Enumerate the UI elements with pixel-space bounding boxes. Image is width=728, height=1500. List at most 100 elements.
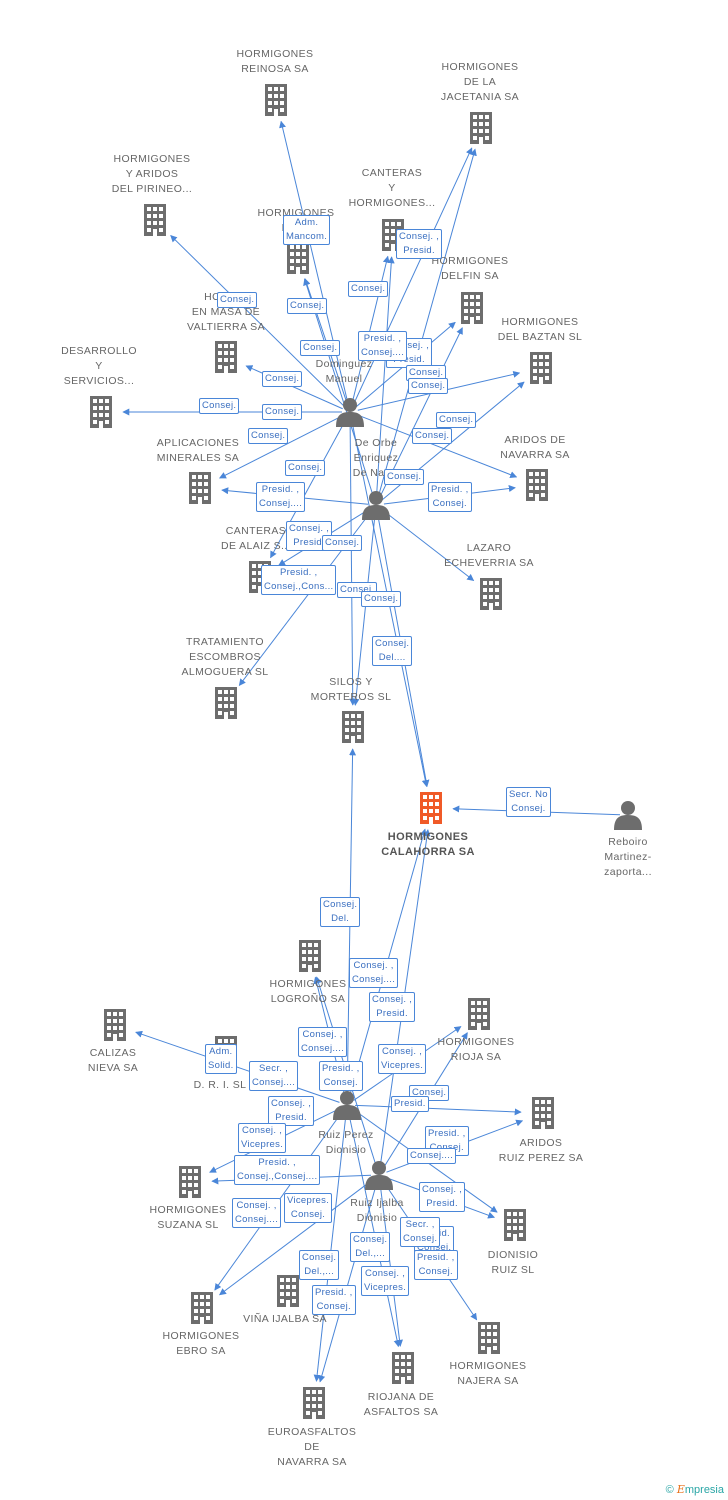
- building-icon-dionisio_ruiz[interactable]: [504, 1209, 526, 1241]
- edge-role-label[interactable]: Presid. ,Consej....: [358, 331, 408, 361]
- edge-role-label[interactable]: Presid. ,Consej.: [312, 1285, 356, 1315]
- edge-role-label[interactable]: Presid.: [391, 1096, 429, 1112]
- edge-role-label[interactable]: Consej. ,Presid.: [268, 1096, 315, 1126]
- edge-role-label[interactable]: Consej.: [436, 412, 477, 428]
- edge-role-label[interactable]: Consej.: [217, 292, 258, 308]
- person-icon-reboiro[interactable]: [614, 801, 642, 830]
- building-icon-main[interactable]: [420, 792, 442, 824]
- node-label-dri[interactable]: D. R. I. SL: [150, 1078, 290, 1093]
- edge-role-label[interactable]: Presid. ,Consej.: [414, 1250, 458, 1280]
- edge-role-label[interactable]: Consej.: [262, 404, 303, 420]
- edge-role-label[interactable]: Consej.: [262, 371, 303, 387]
- edge-role-label[interactable]: Consej.Del....: [372, 636, 413, 666]
- building-icon-silos[interactable]: [342, 711, 364, 743]
- edge-role-label[interactable]: Presid. ,Consej.: [428, 482, 472, 512]
- edge-role-label[interactable]: Consej. ,Vicepres.: [378, 1044, 427, 1074]
- edge-role-label[interactable]: Consej. ,Presid.: [419, 1182, 466, 1212]
- edge-role-label[interactable]: Secr. ,Consej....: [249, 1061, 299, 1091]
- building-icon-ebro[interactable]: [191, 1292, 213, 1324]
- edge-role-label[interactable]: Consej. ,Vicepres.: [238, 1123, 287, 1153]
- edge-role-label[interactable]: Secr. ,Consej.: [400, 1217, 441, 1247]
- edge-role-label[interactable]: Consej.: [384, 469, 425, 485]
- building-icon-calizas[interactable]: [104, 1009, 126, 1041]
- edge-role-label[interactable]: Consej.: [285, 460, 326, 476]
- edge-role-label[interactable]: Consej.: [300, 340, 341, 356]
- building-icon-tratamiento[interactable]: [215, 687, 237, 719]
- edge-role-label[interactable]: Adm.Solid.: [205, 1044, 237, 1074]
- building-icon-logrono[interactable]: [299, 940, 321, 972]
- edge-role-label[interactable]: Consej.: [322, 535, 363, 551]
- building-icon-rioja[interactable]: [468, 998, 490, 1030]
- building-icon-reinosa[interactable]: [265, 84, 287, 116]
- edge-role-label[interactable]: Consej.: [199, 398, 240, 414]
- building-icon-euroasfaltos[interactable]: [303, 1387, 325, 1419]
- edge-role-label[interactable]: Adm.Mancom.: [283, 215, 331, 245]
- edge-role-label[interactable]: Presid. ,Consej.: [319, 1061, 363, 1091]
- edge-role-label[interactable]: Consej....: [407, 1148, 457, 1164]
- edge-role-label[interactable]: Consej.Del.: [320, 897, 361, 927]
- edge-role-label[interactable]: Consej.: [361, 591, 402, 607]
- building-icon-desarrollo[interactable]: [90, 396, 112, 428]
- building-icon-hrei[interactable]: [287, 242, 309, 274]
- edge-role-label[interactable]: Consej. ,Vicepres.: [361, 1266, 410, 1296]
- building-icon-riojana[interactable]: [392, 1352, 414, 1384]
- edge-role-label[interactable]: Presid. ,Consej.,Consej....: [234, 1155, 321, 1185]
- building-icon-lazaro[interactable]: [480, 578, 502, 610]
- edge-role-label[interactable]: Presid. ,Consej....: [256, 482, 306, 512]
- edge-role-label[interactable]: Consej.: [408, 378, 449, 394]
- building-icon-aridos_ruiz[interactable]: [532, 1097, 554, 1129]
- edge-role-label[interactable]: Consej.Del.,...: [299, 1250, 340, 1280]
- building-icon-najera[interactable]: [478, 1322, 500, 1354]
- edge-role-label[interactable]: Consej.Del.,...: [350, 1232, 391, 1262]
- building-icon-valtierra[interactable]: [215, 341, 237, 373]
- edge-role-label[interactable]: Consej. ,Consej....: [298, 1027, 348, 1057]
- edge-role-label[interactable]: Consej. ,Consej....: [232, 1198, 282, 1228]
- node-label-vina[interactable]: VIÑA IJALBA SA: [215, 1312, 355, 1327]
- edge-role-label[interactable]: Consej.: [406, 365, 447, 381]
- edge-role-label[interactable]: Consej. ,Presid.: [396, 229, 443, 259]
- building-icon-aplicaciones[interactable]: [189, 472, 211, 504]
- building-icon-baztan[interactable]: [530, 352, 552, 384]
- building-icon-aridos_navarra[interactable]: [526, 469, 548, 501]
- edge-role-label[interactable]: Consej.: [248, 428, 289, 444]
- person-icon-p_orbe[interactable]: [362, 491, 390, 520]
- building-icon-jacetania[interactable]: [470, 112, 492, 144]
- building-icon-suzana[interactable]: [179, 1166, 201, 1198]
- edge-role-label[interactable]: Consej. ,Presid.: [369, 992, 416, 1022]
- edge-role-label[interactable]: Consej.: [287, 298, 328, 314]
- edge-role-label[interactable]: Presid. ,Consej.,Cons...: [261, 565, 337, 595]
- edge-role-label[interactable]: Consej. ,Consej....: [349, 958, 399, 988]
- edge-role-label[interactable]: Consej.: [412, 428, 453, 444]
- building-icon-vina[interactable]: [277, 1275, 299, 1307]
- edge-role-label[interactable]: Consej.: [348, 281, 389, 297]
